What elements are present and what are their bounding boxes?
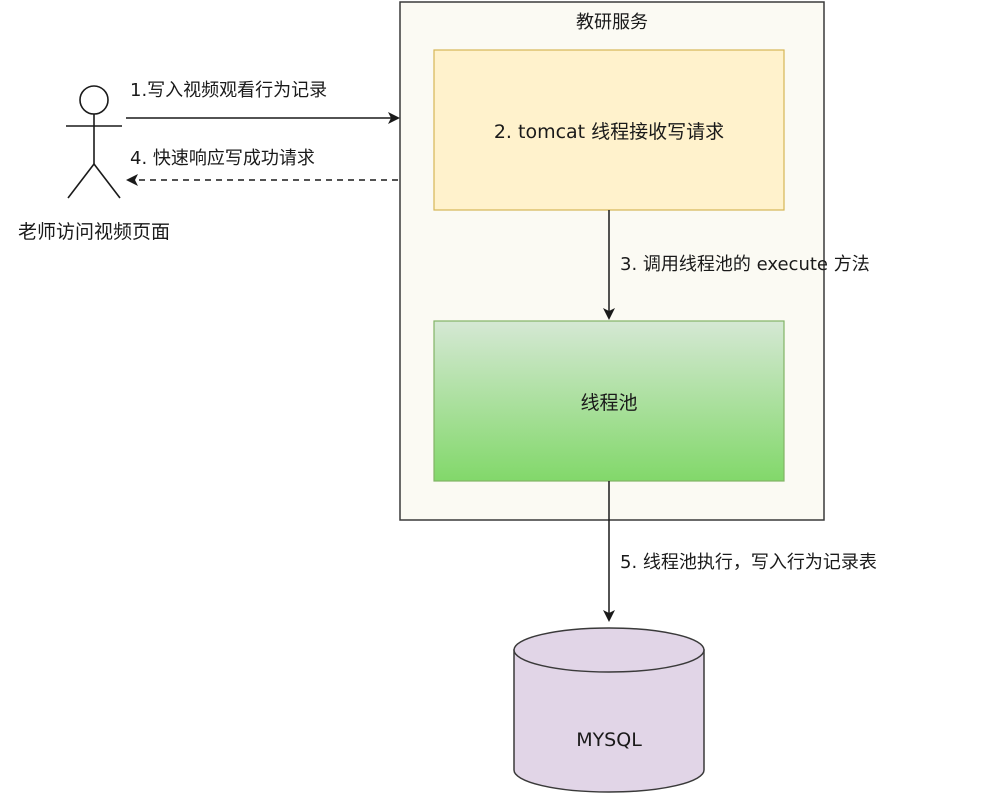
service-container-title: 教研服务 — [576, 12, 648, 33]
tomcat-box-label: 2. tomcat 线程接收写请求 — [494, 121, 724, 143]
step5-label: 5. 线程池执行，写入行为记录表 — [620, 552, 877, 573]
actor-label: 老师访问视频页面 — [18, 221, 170, 243]
teacher-actor-icon — [66, 85, 122, 199]
mysql-database-icon — [513, 627, 705, 793]
mysql-label: MYSQL — [576, 729, 642, 751]
thread-pool-box-label: 线程池 — [580, 392, 637, 414]
thread-pool-box — [433, 320, 785, 482]
step4-arrowhead — [126, 174, 138, 186]
step1-label: 1.写入视频观看行为记录 — [130, 80, 327, 101]
step4-label: 4. 快速响应写成功请求 — [130, 148, 315, 169]
tomcat-box — [433, 49, 785, 211]
step3-label: 3. 调用线程池的 execute 方法 — [620, 254, 870, 275]
